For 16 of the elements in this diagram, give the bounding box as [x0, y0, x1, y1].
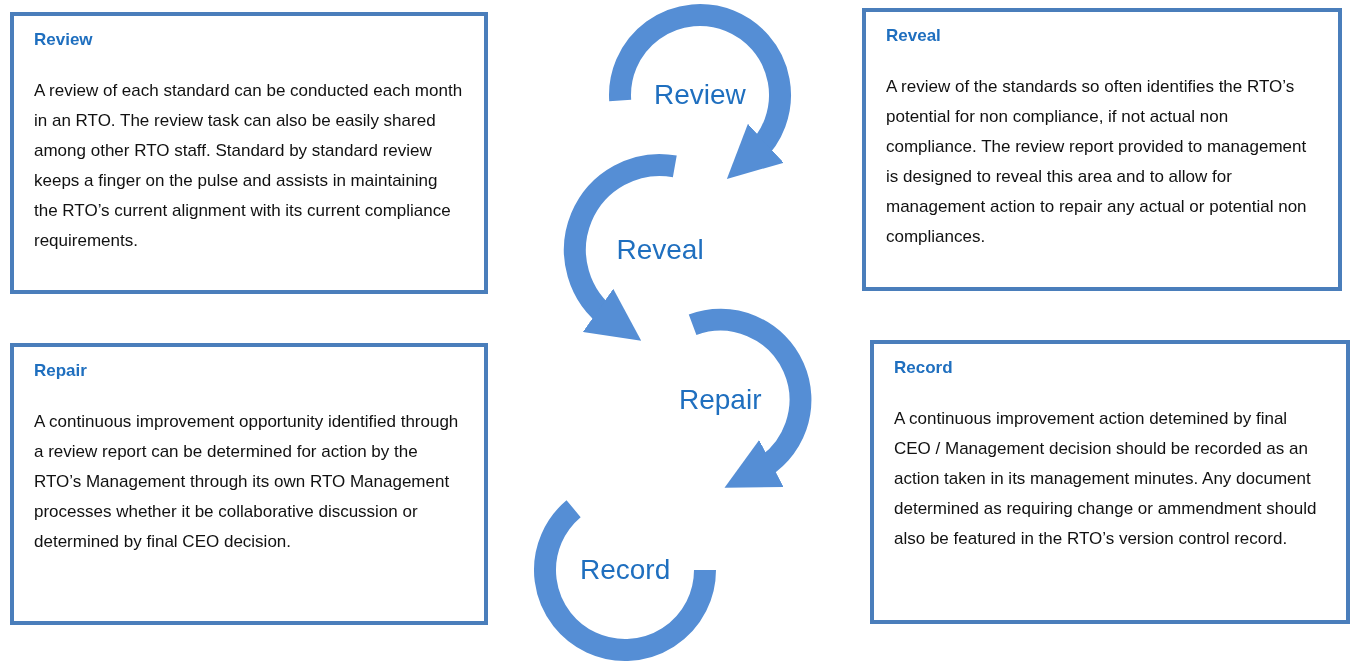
- step-label: Review: [654, 79, 746, 111]
- box-heading: Reveal: [886, 26, 942, 46]
- text-box: [10, 12, 488, 294]
- text-box: [862, 8, 1342, 291]
- text-box: [10, 343, 488, 625]
- step-label: Record: [580, 554, 671, 586]
- box-paragraph: A review of each standard can be conducted each month in an RTO. The review task can also be easily shared among other RTO staff. Standard by standard review keeps a finger on the pulse and assists in maintaining the RTO’s current alignment with its current compliance requirements.: [34, 80, 464, 252]
- step-label: Repair: [679, 384, 762, 416]
- text-box: [870, 340, 1350, 624]
- step-label: Reveal: [616, 234, 704, 266]
- box-heading: Review: [34, 30, 94, 50]
- box-paragraph: A continuous improvement opportunity identified through a review report can be determined for action by the RTO’s Management through its own RTO Management processes whether it be collaborative discussion or determined by final CEO decision.: [34, 411, 460, 553]
- box-paragraph: A continuous improvement action detemined by final CEO / Management decision should be recorded as an action taken in its management minutes. Any document determined as requiring change or ammendment should also be featured in the RTO’s version control record.: [894, 408, 1318, 550]
- box-paragraph: A review of the standards so often identifies the RTO’s potential for non compliance, if not actual non compliance. The review report provided to management is designed to reveal this area and to allow for management action to repair any actual or potential non compliances.: [886, 76, 1308, 248]
- box-heading: Record: [894, 358, 954, 378]
- box-heading: Repair: [34, 361, 88, 381]
